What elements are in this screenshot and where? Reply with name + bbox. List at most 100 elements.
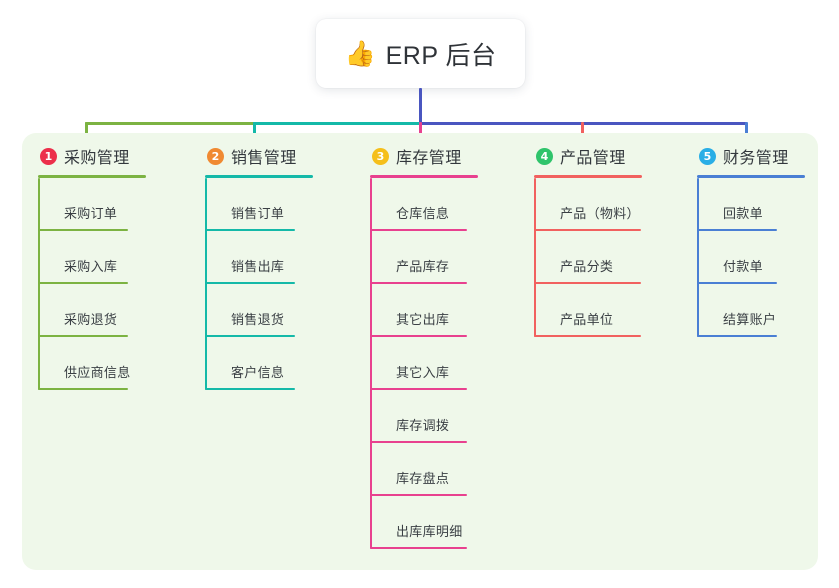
branch-item-label: 库存调拨: [396, 418, 450, 433]
branch-column-5: 5 财务管理 回款单 付款单 结算账户: [697, 143, 839, 337]
branch-item[interactable]: 其它出库: [370, 284, 520, 337]
branch-item-rule: [534, 229, 641, 231]
branch-item-rule: [697, 229, 777, 231]
branch-item-rule: [370, 547, 467, 549]
branch-item[interactable]: 采购退货: [38, 284, 188, 337]
branch-item-rule: [370, 494, 467, 496]
branch-item-label: 采购入库: [64, 259, 118, 274]
branch-number-badge: 5: [699, 147, 716, 165]
branch-item[interactable]: 销售出库: [205, 231, 355, 284]
thumbs-up-icon: 👍: [344, 39, 376, 68]
branch-item[interactable]: 客户信息: [205, 337, 355, 390]
branch-item[interactable]: 库存盘点: [370, 443, 520, 496]
branch-item[interactable]: 付款单: [697, 231, 839, 284]
branch-title: 销售管理: [231, 150, 297, 167]
branch-item-label: 产品库存: [396, 259, 450, 274]
branch-item-label: 产品（物料）: [560, 206, 640, 221]
branch-item-rule: [205, 229, 295, 231]
branch-header-1[interactable]: 1 采购管理: [38, 143, 188, 169]
branch-spine: [205, 178, 207, 390]
branch-item[interactable]: 销售退货: [205, 284, 355, 337]
branch-item[interactable]: 仓库信息: [370, 178, 520, 231]
branch-item-rule: [370, 441, 467, 443]
branch-column-4: 4 产品管理 产品（物料） 产品分类 产品单位: [534, 143, 684, 337]
branch-title-rule: [697, 175, 805, 178]
branch-item-rule: [38, 229, 128, 231]
branch-item-rule: [534, 282, 641, 284]
branch-item-label: 产品分类: [560, 259, 614, 274]
branch-item-label: 销售出库: [231, 259, 285, 274]
branch-item-rule: [534, 335, 641, 337]
branch-item-rule: [370, 229, 467, 231]
branch-item-list: 产品（物料） 产品分类 产品单位: [534, 178, 684, 337]
branch-item-rule: [38, 388, 128, 390]
root-node[interactable]: 👍 ERP 后台: [316, 19, 525, 88]
horizontal-connector-segment-1: [85, 122, 255, 125]
branch-item[interactable]: 出库库明细: [370, 496, 520, 549]
branch-header-3[interactable]: 3 库存管理: [370, 143, 520, 169]
branch-item[interactable]: 采购订单: [38, 178, 188, 231]
root-stem-connector: [419, 88, 422, 124]
branch-header-2[interactable]: 2 销售管理: [205, 143, 355, 169]
branch-item-rule: [205, 282, 295, 284]
branch-item[interactable]: 库存调拨: [370, 390, 520, 443]
branch-item-label: 出库库明细: [396, 524, 463, 539]
branch-column-3: 3 库存管理 仓库信息 产品库存 其它出库 其它入库: [370, 143, 520, 549]
branch-item[interactable]: 结算账户: [697, 284, 839, 337]
branch-number-badge: 3: [372, 147, 389, 165]
branch-item-label: 采购退货: [64, 312, 118, 327]
branch-column-1: 1 采购管理 采购订单 采购入库 采购退货 供应商信息: [38, 143, 188, 390]
branch-spine: [38, 178, 40, 390]
branch-item[interactable]: 回款单: [697, 178, 839, 231]
branch-item[interactable]: 产品库存: [370, 231, 520, 284]
branch-item-label: 回款单: [723, 206, 763, 221]
branch-item-rule: [205, 388, 295, 390]
branch-item[interactable]: 产品分类: [534, 231, 684, 284]
branch-title: 库存管理: [396, 150, 462, 167]
branch-item-label: 产品单位: [560, 312, 614, 327]
branch-item-list: 销售订单 销售出库 销售退货 客户信息: [205, 178, 355, 390]
branch-item[interactable]: 其它入库: [370, 337, 520, 390]
branch-item[interactable]: 产品（物料）: [534, 178, 684, 231]
branch-item-label: 仓库信息: [396, 206, 450, 221]
branch-header-5[interactable]: 5 财务管理: [697, 143, 839, 169]
branch-header-4[interactable]: 4 产品管理: [534, 143, 684, 169]
branch-item[interactable]: 产品单位: [534, 284, 684, 337]
branch-item-label: 采购订单: [64, 206, 118, 221]
branch-item-list: 采购订单 采购入库 采购退货 供应商信息: [38, 178, 188, 390]
root-title: ERP 后台: [385, 41, 497, 70]
branch-number-badge: 1: [40, 147, 57, 165]
branch-item-list: 回款单 付款单 结算账户: [697, 178, 839, 337]
branch-spine: [370, 178, 372, 549]
branch-title-rule: [38, 175, 146, 178]
branch-item-label: 供应商信息: [64, 365, 131, 380]
branch-item-list: 仓库信息 产品库存 其它出库 其它入库 库存调拨 库存盘点: [370, 178, 520, 549]
branch-item-rule: [370, 388, 467, 390]
branch-item[interactable]: 供应商信息: [38, 337, 188, 390]
branch-spine: [534, 178, 536, 337]
branch-title: 财务管理: [723, 150, 789, 167]
branch-item-rule: [38, 282, 128, 284]
branch-title-rule: [370, 175, 478, 178]
branches-panel: [22, 133, 818, 570]
branch-item-rule: [38, 335, 128, 337]
branch-item-rule: [370, 282, 467, 284]
branch-item-label: 库存盘点: [396, 471, 450, 486]
branch-item-label: 销售订单: [231, 206, 285, 221]
branch-item-rule: [370, 335, 467, 337]
branch-item-label: 销售退货: [231, 312, 285, 327]
branch-item-label: 付款单: [723, 259, 763, 274]
branch-number-badge: 2: [207, 147, 224, 165]
branch-item-rule: [697, 335, 777, 337]
branch-item-label: 结算账户: [723, 312, 777, 327]
branch-item-rule: [205, 335, 295, 337]
branch-title: 采购管理: [64, 150, 130, 167]
branch-item-label: 其它出库: [396, 312, 450, 327]
branch-title-rule: [205, 175, 313, 178]
branch-title-rule: [534, 175, 642, 178]
branch-number-badge: 4: [536, 147, 553, 165]
branch-item-label: 客户信息: [231, 365, 285, 380]
branch-item[interactable]: 销售订单: [205, 178, 355, 231]
branch-item[interactable]: 采购入库: [38, 231, 188, 284]
